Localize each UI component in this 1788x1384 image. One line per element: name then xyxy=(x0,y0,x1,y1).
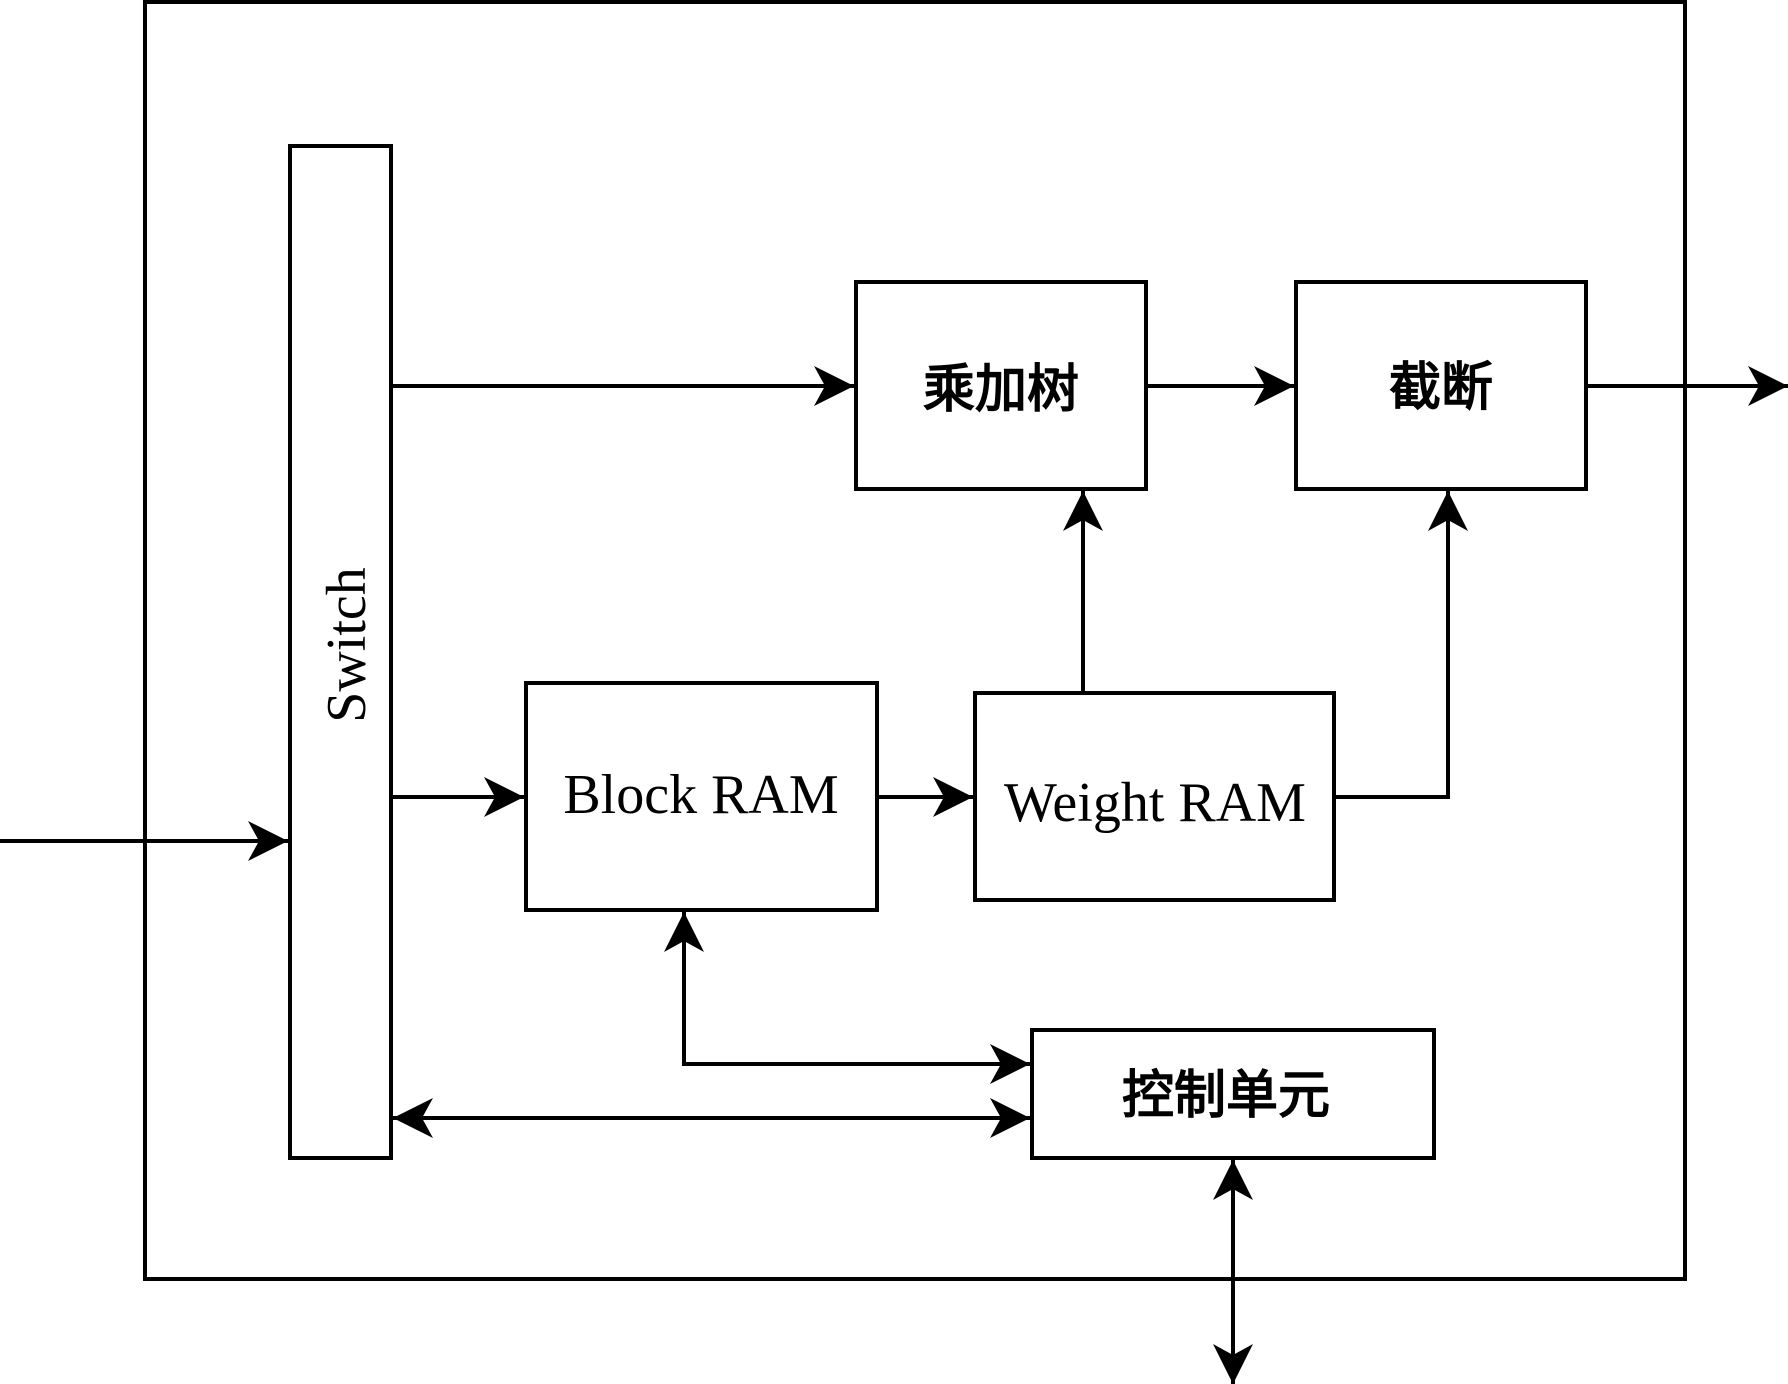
outer-module-frame xyxy=(143,0,1687,1281)
block-ram-block xyxy=(524,681,879,912)
control-unit-block xyxy=(1030,1028,1436,1160)
weight-ram-to-truncate-arrow xyxy=(1335,491,1468,799)
control-unit-label: 控制单元 xyxy=(1122,1066,1330,1126)
mac-tree-label: 乘加树 xyxy=(923,360,1079,420)
weight-ram-block xyxy=(973,691,1336,902)
block-ram-control-unit-bidirectional-arrow xyxy=(664,912,1030,1084)
mac-tree-block xyxy=(854,280,1148,491)
block-ram-label: Block RAM xyxy=(563,764,838,826)
switch-label: Switch xyxy=(316,567,378,723)
truncate-label: 截断 xyxy=(1389,358,1493,418)
weight-ram-label: Weight RAM xyxy=(1004,772,1306,834)
truncate-block xyxy=(1294,280,1588,491)
switch-block xyxy=(288,144,393,1160)
